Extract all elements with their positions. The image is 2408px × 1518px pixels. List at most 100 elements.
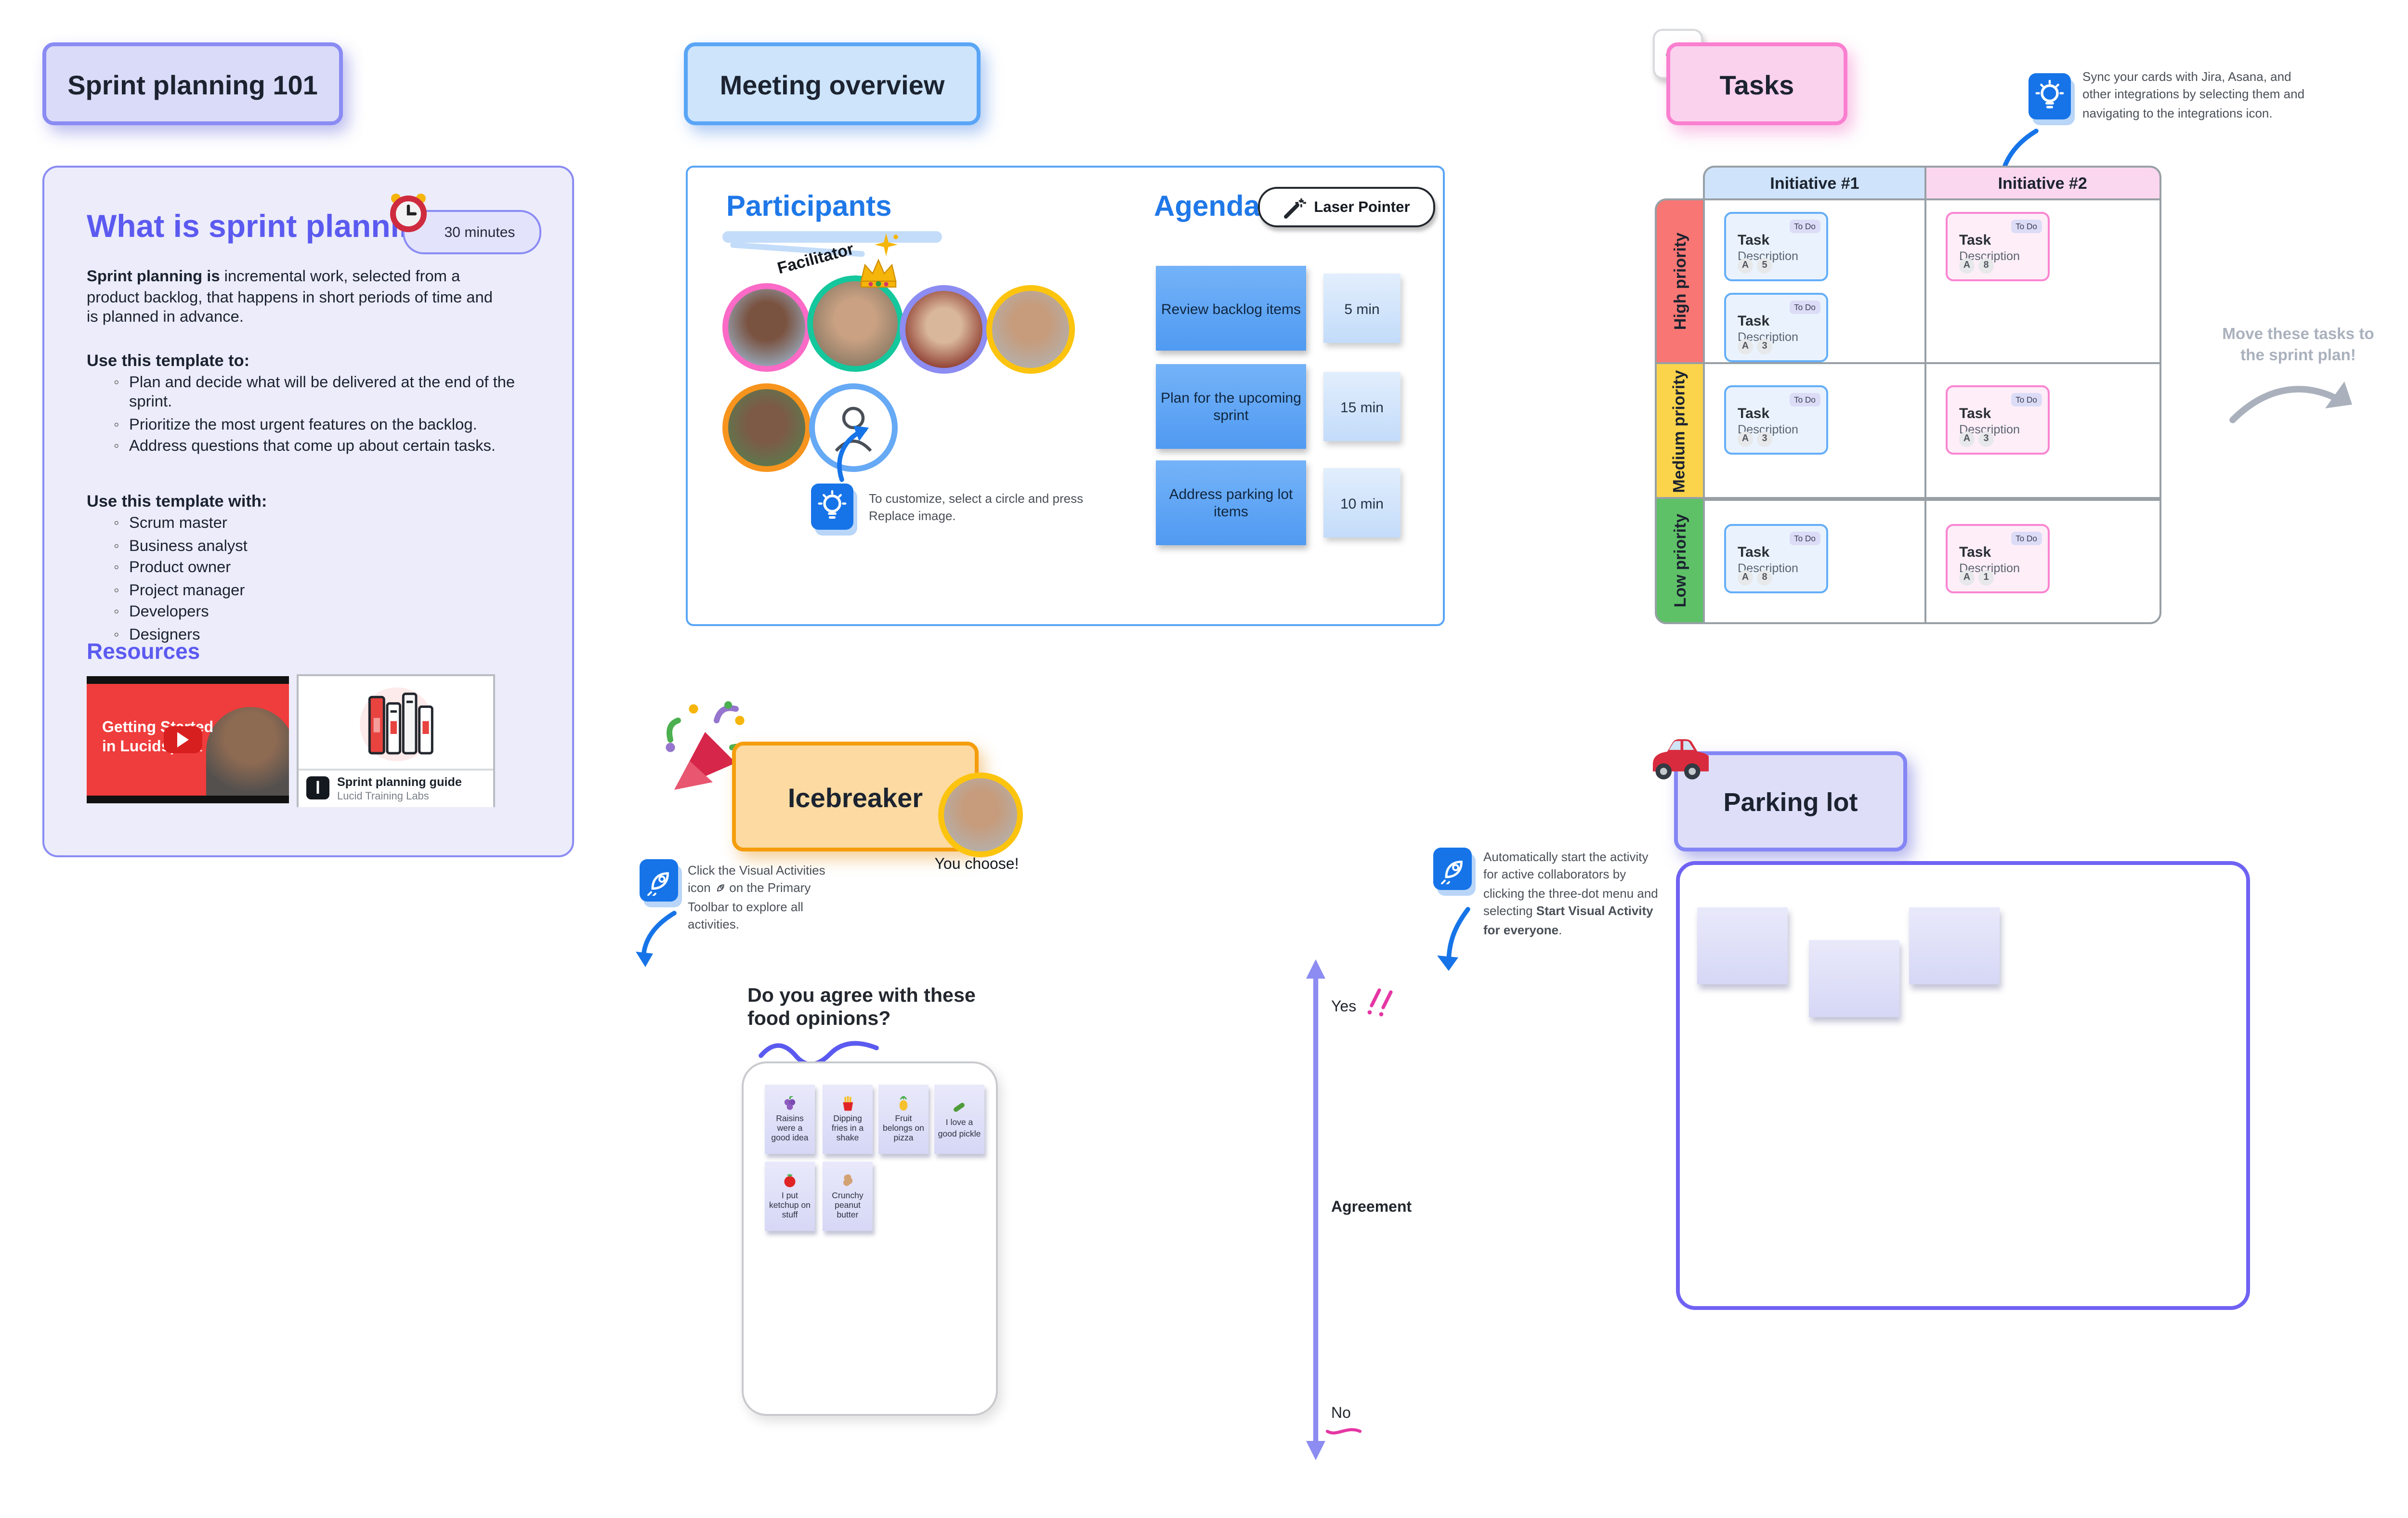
laser-pointer-button[interactable]: Laser Pointer — [1258, 187, 1435, 227]
pink-scribble-icon — [1325, 1426, 1364, 1439]
tasks-header-label: Tasks — [1719, 68, 1794, 99]
status-badge: To Do — [1789, 220, 1820, 233]
presenter-photo — [206, 707, 289, 796]
points-badge: 3 — [1757, 339, 1772, 354]
points-badge: 5 — [1757, 258, 1772, 274]
alarm-clock-icon — [387, 191, 430, 237]
wand-icon — [1283, 196, 1307, 219]
use-to-list: Plan and decide what will be delivered a… — [94, 374, 530, 459]
participants-underline — [722, 231, 942, 243]
agenda-time[interactable]: 10 min — [1323, 468, 1400, 537]
curved-arrow-icon — [1433, 905, 1479, 971]
task-card[interactable]: To Do Task Description A 3 — [1946, 385, 2050, 455]
opinion-sticky[interactable]: I put ketchup on stuff — [765, 1162, 815, 1231]
guide-card[interactable]: l Sprint planning guide Lucid Training L… — [297, 674, 495, 807]
axis-label-agreement: Agreement — [1331, 1198, 1412, 1216]
avatar[interactable] — [986, 285, 1075, 374]
parking-sticky[interactable] — [1697, 907, 1788, 984]
curved-arrow-icon — [636, 909, 682, 967]
status-badge: To Do — [1789, 393, 1820, 406]
parking-tip-text: Automatically start the activity for act… — [1483, 851, 1658, 938]
agreement-axis: Yes Agreement No — [1300, 959, 1474, 1470]
use-with-heading: Use this template with: — [87, 491, 267, 510]
grapes-icon — [784, 1095, 796, 1110]
fries-icon — [843, 1095, 853, 1110]
tasks-header-sticky[interactable]: Tasks — [1666, 42, 1847, 125]
parking-sticky[interactable] — [1809, 940, 1899, 1017]
status-badge: To Do — [1789, 532, 1820, 545]
row-header-medium: Medium priority — [1655, 361, 1705, 500]
parking-sticky[interactable] — [1909, 907, 2000, 984]
agenda-item[interactable]: Review backlog items — [1156, 266, 1306, 351]
intro-paragraph-lead: Sprint planning is — [87, 268, 220, 285]
opinion-sticky[interactable]: Dipping fries in a shake — [823, 1085, 873, 1154]
icebreaker-header-sticky[interactable]: Icebreaker — [732, 742, 979, 851]
agenda-item[interactable]: Address parking lot items — [1156, 460, 1306, 545]
avatar[interactable] — [722, 383, 811, 472]
pineapple-icon — [899, 1095, 908, 1110]
section-intro: Sprint planning 101 What is sprint plann… — [39, 39, 616, 905]
intro-paragraph-rest: incremental work, selected from a produc… — [87, 268, 493, 327]
agenda-item[interactable]: Plan for the upcoming sprint — [1156, 364, 1306, 449]
task-card[interactable]: To Do Task Description A 8 — [1946, 212, 2050, 281]
agenda-time[interactable]: 5 min — [1323, 274, 1400, 343]
row-header-low: Low priority — [1655, 497, 1705, 624]
icebreaker-avatar[interactable] — [938, 772, 1023, 857]
opinion-sticky[interactable]: Crunchy peanut butter — [823, 1162, 873, 1231]
rocket-glyph-icon — [716, 885, 724, 892]
avatar[interactable] — [900, 285, 988, 374]
assignee-avatar: A — [1738, 570, 1753, 586]
person-silhouette-icon — [828, 401, 878, 455]
play-icon[interactable] — [164, 726, 202, 753]
task-card[interactable]: To Do Task Description A 1 — [1946, 524, 2050, 593]
agenda-time[interactable]: 15 min — [1323, 372, 1400, 441]
parking-header-sticky[interactable]: Parking lot — [1674, 751, 1907, 851]
intro-paragraph: Sprint planning is incremental work, sel… — [87, 268, 495, 329]
laser-pointer-label: Laser Pointer — [1314, 198, 1410, 216]
section-parking: Automatically start the activity for act… — [1426, 722, 2264, 1320]
use-to-heading: Use this template to: — [87, 351, 250, 370]
assignee-avatar: A — [1738, 258, 1753, 274]
rocket-icon — [1433, 848, 1472, 890]
parking-header-label: Parking lot — [1723, 787, 1858, 816]
opinion-sticky[interactable]: Fruit belongs on pizza — [878, 1085, 929, 1154]
video-title: Getting Started in Lucidspark — [102, 719, 214, 755]
agenda-heading: Agenda — [1154, 191, 1260, 223]
cucumber-icon — [954, 1103, 965, 1112]
list-item: Plan and decide what will be delivered a… — [114, 374, 530, 412]
parking-lot-frame[interactable] — [1676, 861, 2250, 1310]
meeting-header-sticky[interactable]: Meeting overview — [684, 42, 981, 125]
food-opinions-frame: Raisins were a good idea Dipping fries i… — [742, 1061, 998, 1416]
column-header: Initiative #1 — [1703, 166, 1926, 200]
points-badge: 3 — [1757, 432, 1772, 447]
opinion-sticky[interactable]: Raisins were a good idea — [765, 1085, 815, 1154]
points-badge: 8 — [1757, 570, 1772, 586]
assignee-avatar: A — [1738, 339, 1753, 354]
you-choose-label: You choose! — [934, 855, 1019, 873]
meeting-header-label: Meeting overview — [720, 68, 945, 99]
task-card[interactable]: To Do Task Description A 8 — [1724, 524, 1828, 593]
list-item: Product owner — [114, 559, 530, 578]
task-card[interactable]: To Do Task Description A 3 — [1724, 293, 1828, 362]
list-item: Address questions that come up about cer… — [114, 437, 530, 457]
tomato-icon — [784, 1173, 796, 1187]
points-badge: 1 — [1978, 570, 1994, 586]
axis-line-icon — [1300, 959, 1331, 1460]
status-badge: To Do — [2011, 532, 2042, 545]
facilitator-label: Facilitator — [775, 238, 856, 278]
guide-subtitle: Lucid Training Labs — [337, 791, 429, 802]
column-header: Initiative #2 — [1924, 166, 2161, 200]
books-icon — [349, 682, 445, 767]
status-badge: To Do — [1789, 301, 1820, 314]
avatar[interactable] — [722, 283, 811, 372]
task-card[interactable]: To Do Task Description A 3 — [1724, 385, 1828, 455]
opinion-sticky[interactable]: I love a good pickle — [934, 1085, 984, 1154]
avatar-facilitator[interactable] — [807, 275, 903, 372]
video-thumbnail[interactable]: Getting Started in Lucidspark — [87, 676, 289, 803]
intro-header-label: Sprint planning 101 — [67, 68, 318, 99]
list-item: Prioritize the most urgent features on t… — [114, 415, 530, 434]
intro-panel: What is sprint planning? 30 minutes Spri… — [42, 166, 574, 857]
task-card[interactable]: To Do Task Description A 5 — [1724, 212, 1828, 281]
intro-header-sticky[interactable]: Sprint planning 101 — [42, 42, 343, 125]
